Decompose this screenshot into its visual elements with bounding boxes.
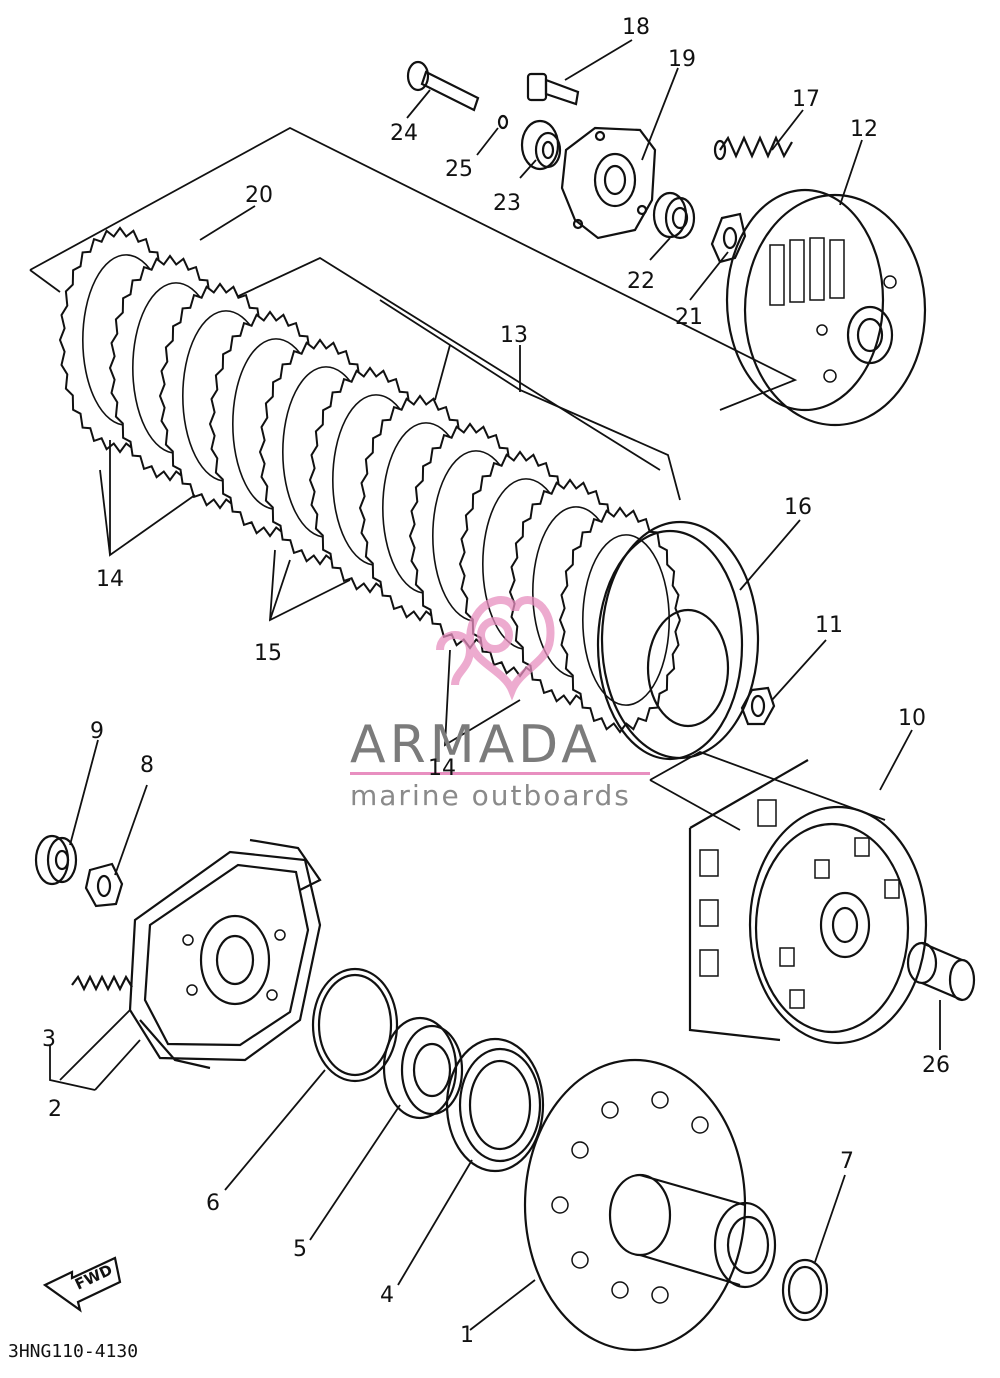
part-10-clutch-housing — [688, 759, 928, 1045]
fwd-arrow-icon: FWD — [42, 1256, 122, 1313]
callout-20: 20 — [245, 183, 273, 208]
part-19-pressure-plate — [560, 126, 657, 240]
callout-4: 4 — [380, 1283, 394, 1308]
callout-19: 19 — [668, 47, 696, 72]
part-9-nut — [34, 834, 78, 886]
callout-15: 15 — [254, 641, 282, 666]
part-4-one-way-clutch — [445, 1037, 545, 1173]
callout-10: 10 — [898, 706, 926, 731]
watermark: ARMADA marine outboards — [350, 596, 650, 812]
part-23-bearing — [520, 119, 562, 171]
friction-plate — [558, 506, 681, 734]
callout-23: 23 — [493, 191, 521, 216]
watermark-logo — [436, 596, 555, 701]
callout-22: 22 — [627, 269, 655, 294]
callout-2: 2 — [48, 1097, 62, 1122]
part-21-lock-washer — [710, 212, 747, 264]
callout-25: 25 — [445, 157, 473, 182]
callout-7: 7 — [840, 1149, 854, 1174]
watermark-tagline: marine outboards — [350, 779, 631, 812]
part-11-circlip — [740, 686, 776, 726]
callout-16: 16 — [784, 495, 812, 520]
part-1-clutch-housing — [523, 1058, 777, 1352]
clutch-plate-stack — [58, 226, 681, 734]
part-24-pin — [406, 60, 480, 112]
part-3-spring — [71, 974, 133, 992]
callout-numbers: 18 19 17 12 24 25 20 23 22 21 13 16 14 1… — [42, 15, 950, 1348]
callout-26: 26 — [922, 1053, 950, 1078]
callout-18: 18 — [622, 15, 650, 40]
callout-13: 13 — [500, 323, 528, 348]
part-8-lock-washer — [84, 862, 124, 908]
part-26-sleeve — [906, 941, 976, 1002]
diagram-code: 3HNG110-4130 — [8, 1341, 138, 1362]
callout-12: 12 — [850, 117, 878, 142]
callout-9: 9 — [90, 719, 104, 744]
fwd-label: FWD — [72, 1261, 115, 1294]
watermark-rule — [350, 772, 650, 775]
leader-lines — [49, 39, 941, 1331]
callout-21: 21 — [675, 305, 703, 330]
assembly-bracket-lines — [29, 126, 886, 831]
part-22-collar — [652, 191, 696, 240]
callout-5: 5 — [293, 1237, 307, 1262]
part-2-clutch-carrier — [128, 838, 322, 1070]
part-25-ball — [497, 114, 509, 130]
part-16-plate — [596, 520, 760, 761]
callout-8: 8 — [140, 753, 154, 778]
part-18-bolt — [526, 72, 580, 106]
part-7-washer — [781, 1258, 829, 1322]
callout-17: 17 — [792, 87, 820, 112]
callout-14-upper: 14 — [96, 567, 124, 592]
part-17-spring — [713, 135, 793, 161]
part-12-clutch-boss — [725, 188, 927, 427]
callout-6: 6 — [206, 1191, 220, 1216]
watermark-brand: ARMADA — [350, 715, 601, 775]
callout-24: 24 — [390, 121, 418, 146]
callout-3: 3 — [42, 1027, 56, 1052]
callout-11: 11 — [815, 613, 843, 638]
part-6-o-ring — [311, 967, 399, 1083]
callout-1: 1 — [460, 1323, 474, 1348]
callout-14-lower: 14 — [428, 756, 456, 781]
